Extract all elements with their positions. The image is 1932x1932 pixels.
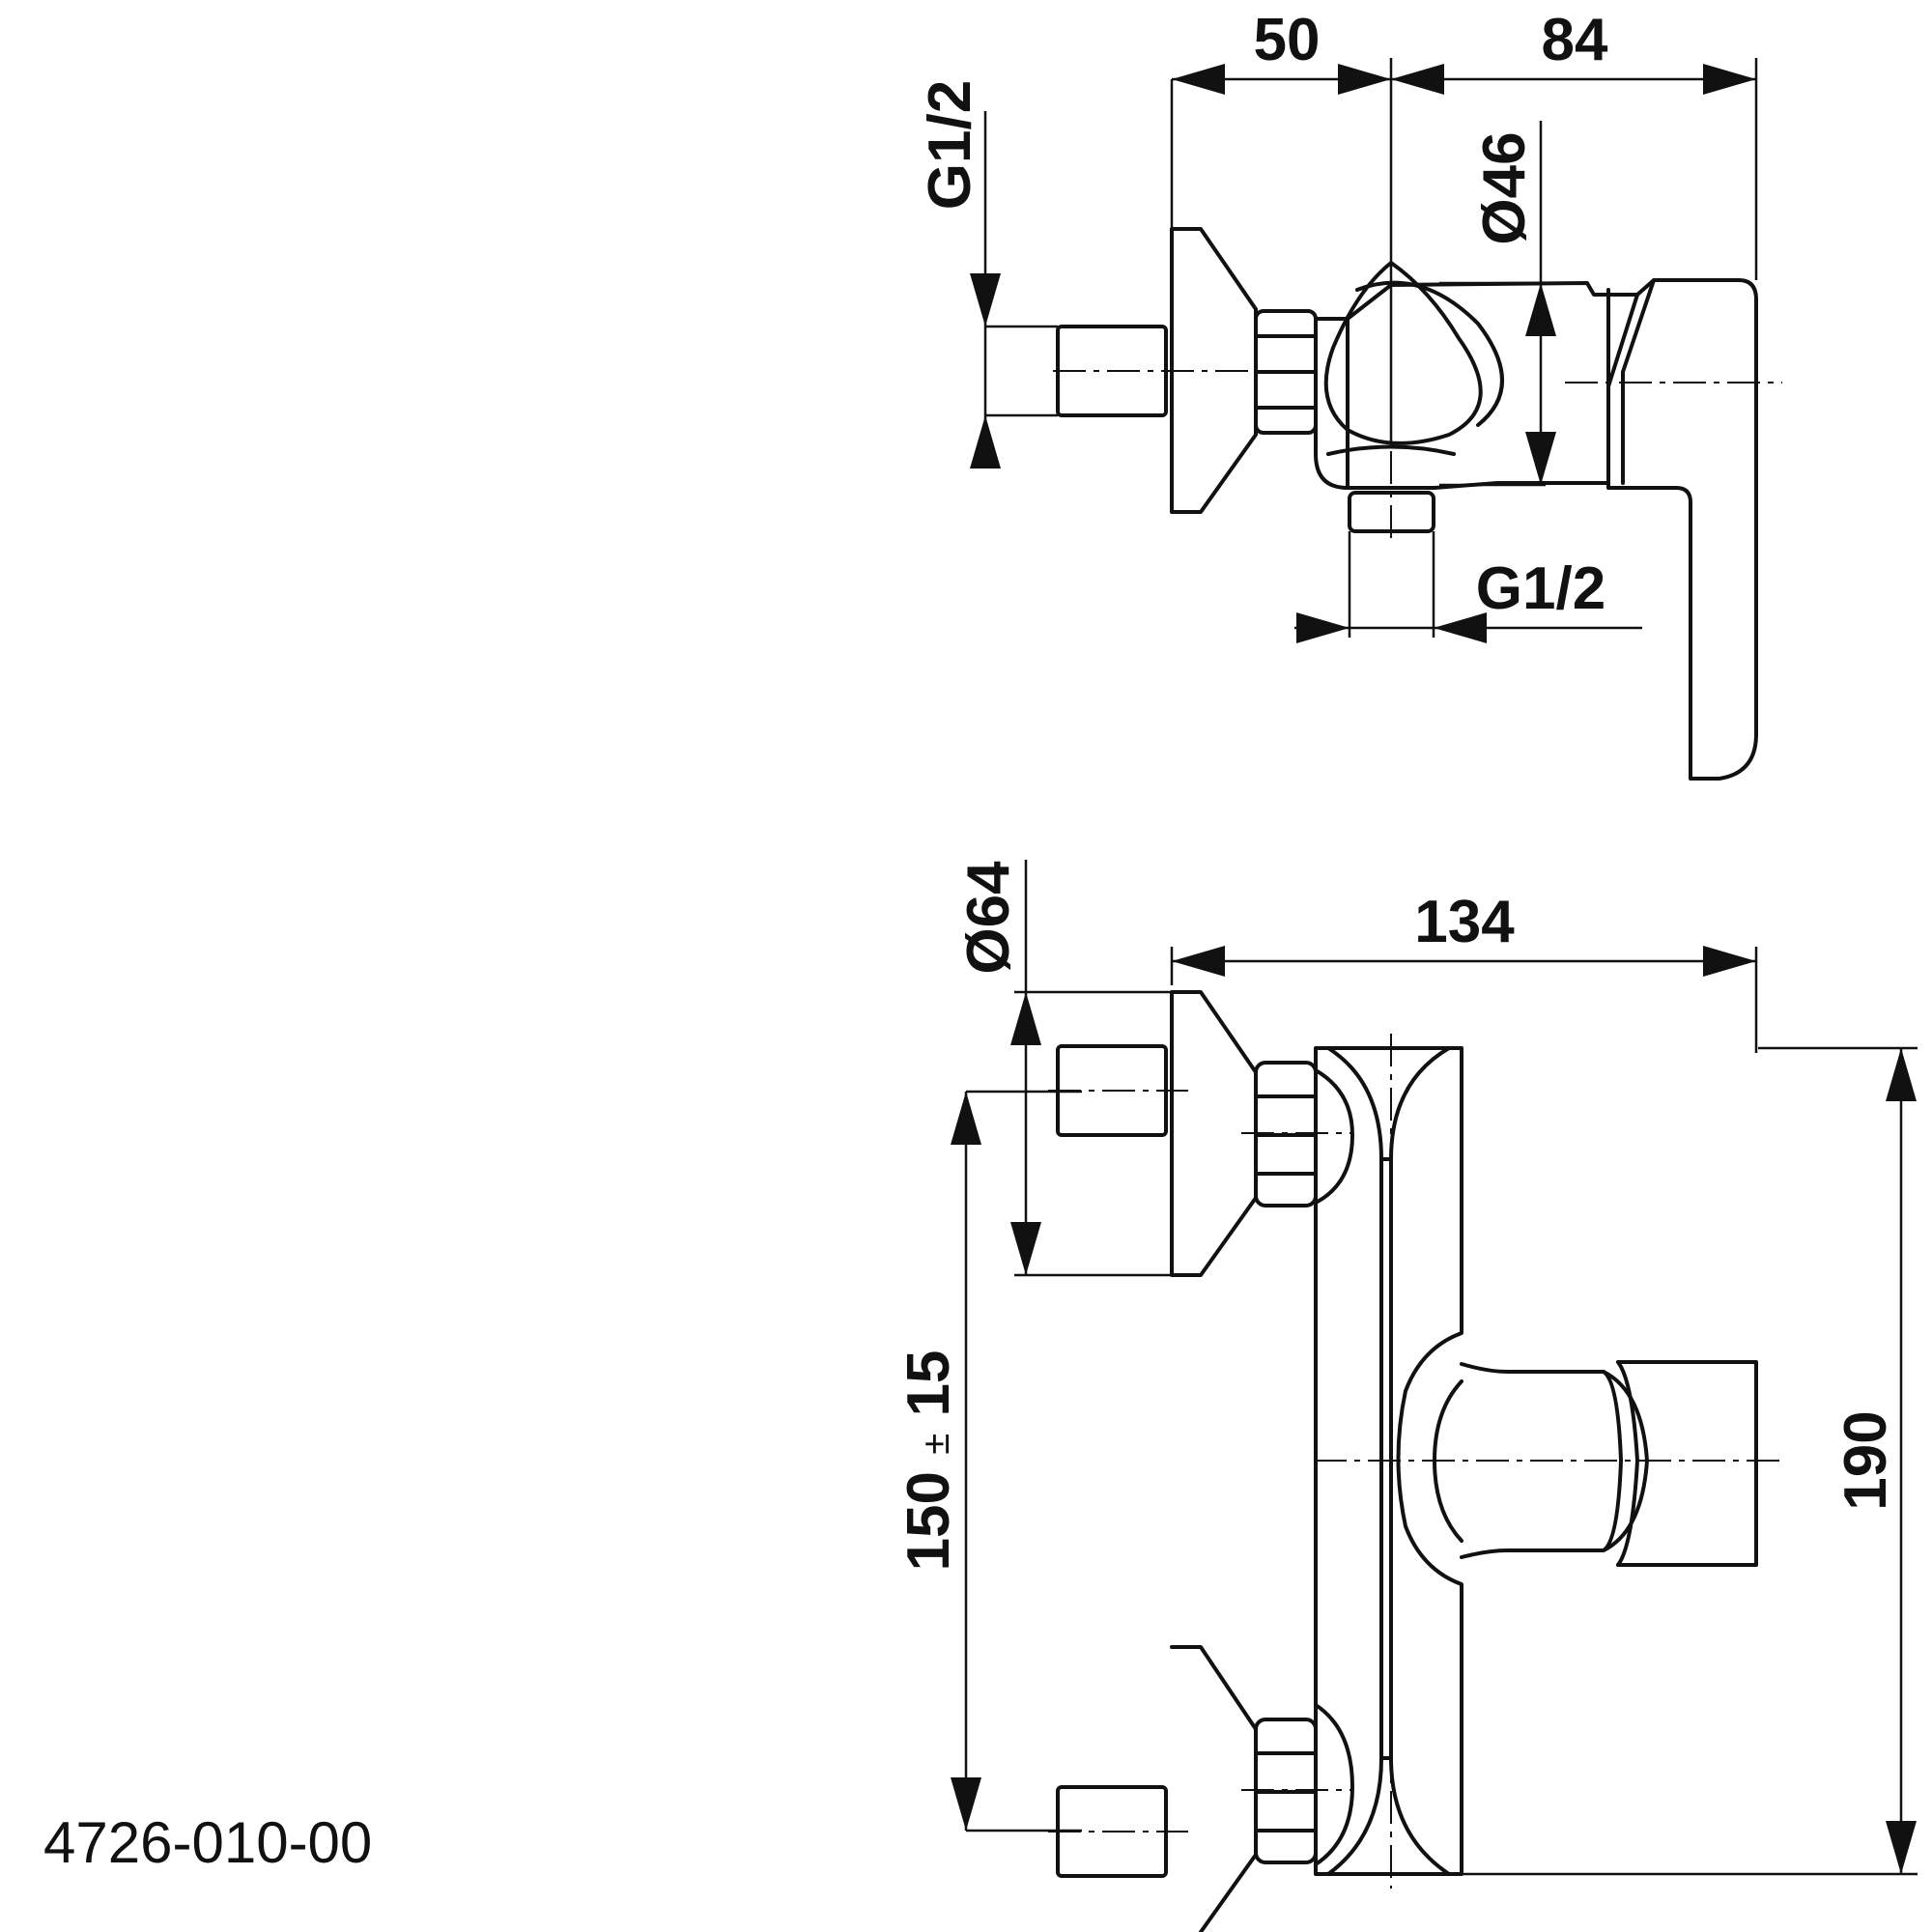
dim-g12-left: G1/2 (917, 80, 983, 210)
dim-d46: Ø46 (1471, 131, 1538, 244)
top-view: 50 84 G1/2 (917, 7, 1782, 781)
dim-150-tol-sign: ± (915, 1434, 957, 1455)
dim-84: 84 (1542, 7, 1608, 73)
dim-134: 134 (1414, 889, 1515, 955)
dim-d64: Ø64 (955, 861, 1022, 975)
dim-150-tol-value: 15 (895, 1350, 962, 1417)
dim-g12-bottom: G1/2 (1476, 555, 1605, 622)
front-view: 134 Ø64 150 ± 15 190 (895, 860, 1918, 1932)
product-code: 4726-010-00 (43, 1810, 372, 1875)
dim-50: 50 (1254, 7, 1321, 73)
dim-150-value: 150 (895, 1471, 962, 1571)
dim-150: 150 ± 15 (895, 1350, 962, 1572)
dim-190: 190 (1833, 1410, 1899, 1510)
